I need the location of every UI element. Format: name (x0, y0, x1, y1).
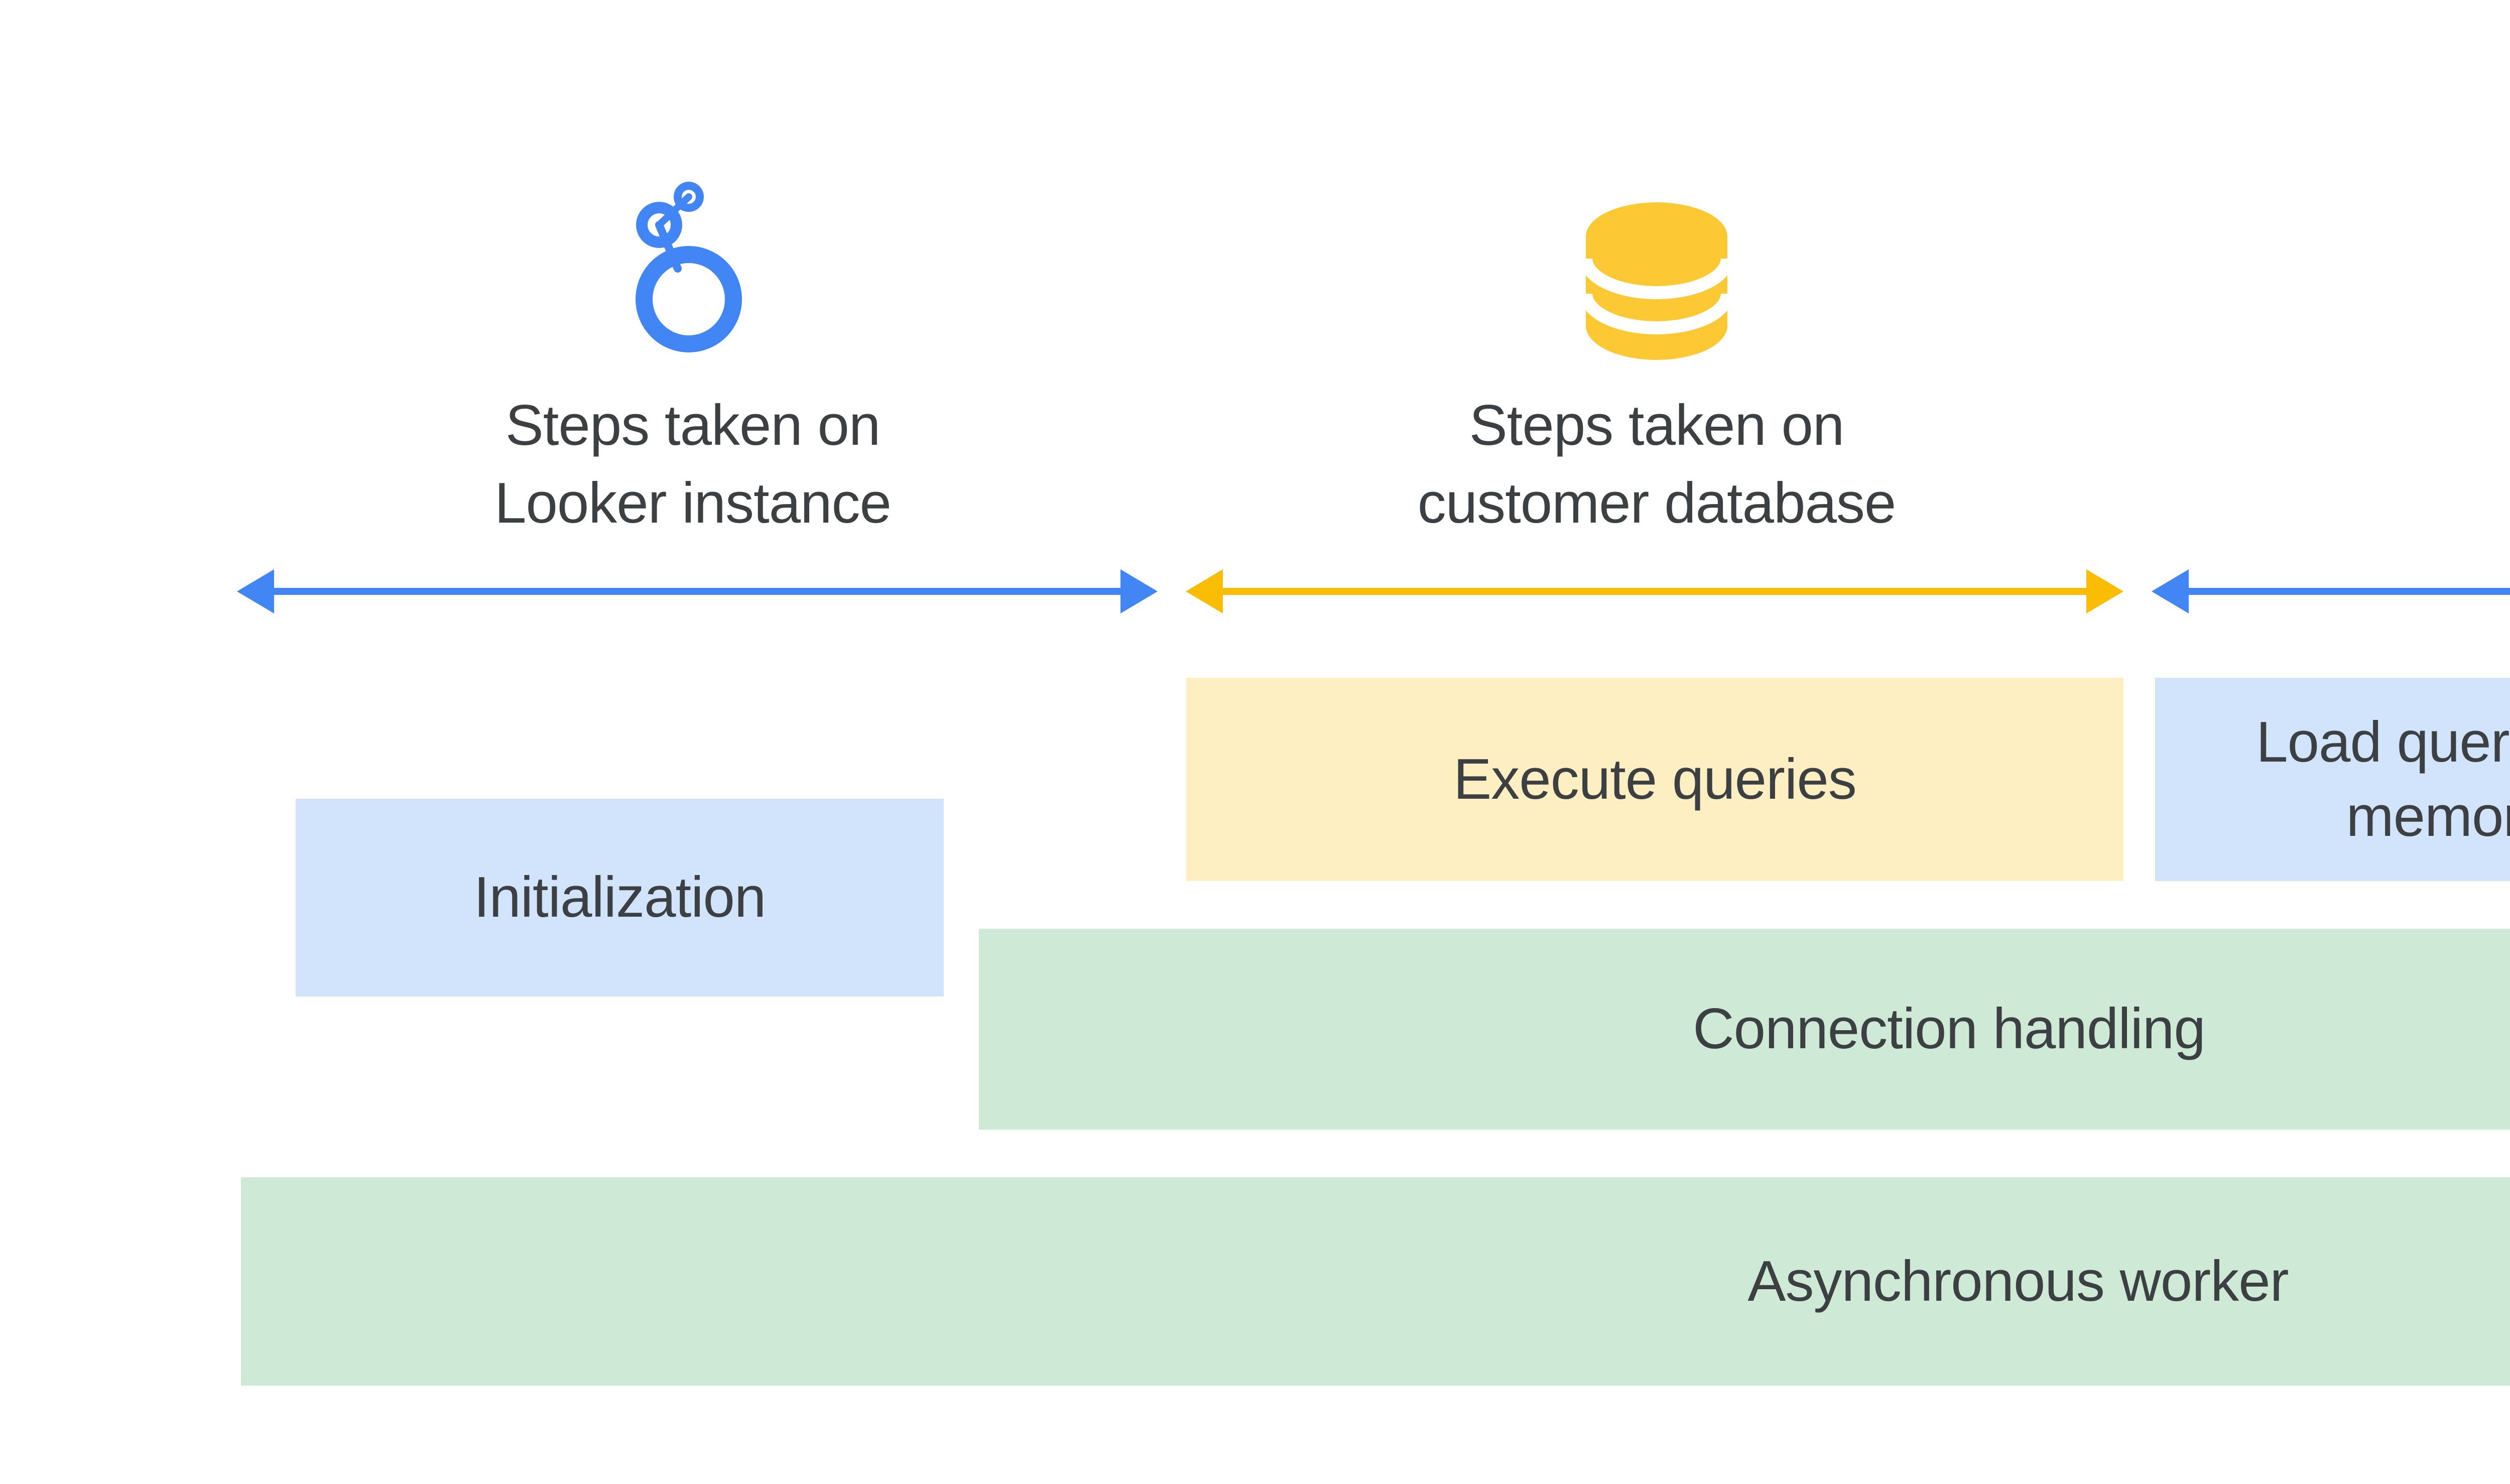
section-label-line2: Looker instance (494, 471, 892, 535)
section-label-line1: Steps taken on (1469, 394, 1845, 457)
looker-logo-icon (632, 181, 742, 352)
initialization-box: Initialization (296, 799, 944, 997)
load-queries-in-memory-box: Load queries in memory (2155, 678, 2510, 881)
database-icon (1586, 202, 1727, 360)
asynchronous-worker-label: Asynchronous worker (1747, 1249, 2289, 1313)
double-arrow-customer-database (1222, 588, 2087, 595)
load-queries-in-memory-label: Load queries in memory (2256, 710, 2510, 848)
execute-queries-label: Execute queries (1453, 747, 1856, 811)
section-label-line2: customer database (1417, 471, 1897, 535)
section-label-looker-instance-left: Steps taken on Looker instance (291, 387, 1094, 542)
connection-handling-box: Connection handling (979, 929, 2510, 1130)
double-arrow-looker-instance-right (2188, 588, 2510, 595)
initialization-label: Initialization (473, 865, 767, 929)
connection-handling-label: Connection handling (1693, 997, 2205, 1061)
execute-queries-box: Execute queries (1186, 678, 2123, 881)
double-arrow-looker-instance-left (274, 588, 1121, 595)
section-label-line1: Steps taken on (505, 394, 881, 457)
section-label-customer-database: Steps taken on customer database (1255, 387, 2058, 542)
asynchronous-worker-box: Asynchronous worker (241, 1177, 2510, 1386)
